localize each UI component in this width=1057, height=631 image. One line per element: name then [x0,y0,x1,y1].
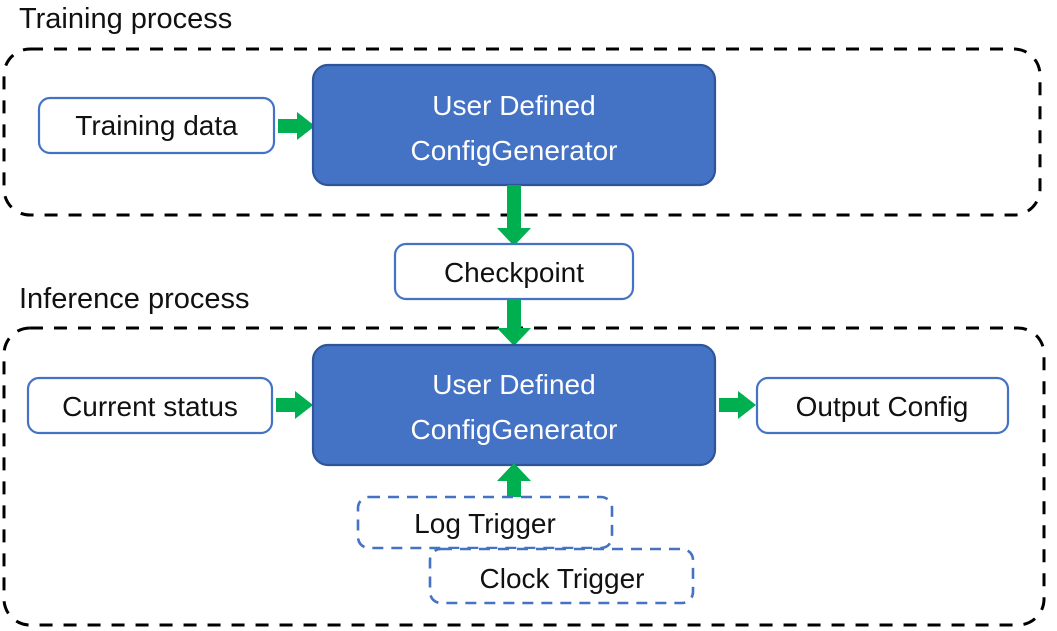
node-training-generator[interactable]: User Defined ConfigGenerator [311,63,717,187]
arrow-triggers-to-inference-generator [497,463,531,500]
arrow-inference-generator-to-output-config [719,391,756,419]
inference-generator-box[interactable] [311,343,717,467]
inference-process-group-label: Inference process [19,283,250,315]
clock-trigger-label: Clock Trigger [480,563,645,594]
arrow-checkpoint-to-inference-generator [497,299,531,346]
arrow-current-status-to-inference-generator [276,391,313,419]
log-trigger-box[interactable] [356,495,614,550]
current-status-box[interactable] [26,376,274,435]
training-generator-label-line2: ConfigGenerator [410,135,617,166]
inference-generator-label-line1: User Defined [432,369,595,400]
node-checkpoint[interactable]: Checkpoint [393,242,635,301]
node-training-data[interactable]: Training data [37,96,276,155]
training-generator-label-line1: User Defined [432,90,595,121]
node-clock-trigger[interactable]: Clock Trigger [428,547,695,605]
output-config-box[interactable] [755,376,1010,435]
training-process-frame [2,47,1042,217]
training-process-group [2,47,1042,217]
training-data-label: Training data [75,110,238,141]
inference-generator-label-line2: ConfigGenerator [410,414,617,445]
clock-trigger-box[interactable] [428,547,695,605]
node-output-config[interactable]: Output Config [755,376,1010,435]
training-process-group-label: Training process [19,3,232,35]
node-inference-generator[interactable]: User Defined ConfigGenerator [311,343,717,467]
checkpoint-label: Checkpoint [444,257,584,288]
inference-process-frame [2,326,1046,627]
arrow-training-data-to-generator [278,112,315,140]
training-data-box[interactable] [37,96,276,155]
inference-process-group [2,326,1046,627]
node-log-trigger[interactable]: Log Trigger [356,495,614,550]
log-trigger-label: Log Trigger [414,508,556,539]
current-status-label: Current status [62,391,238,422]
arrow-generator-to-checkpoint [497,185,531,246]
output-config-label: Output Config [796,391,969,422]
training-generator-box[interactable] [311,63,717,187]
node-current-status[interactable]: Current status [26,376,274,435]
